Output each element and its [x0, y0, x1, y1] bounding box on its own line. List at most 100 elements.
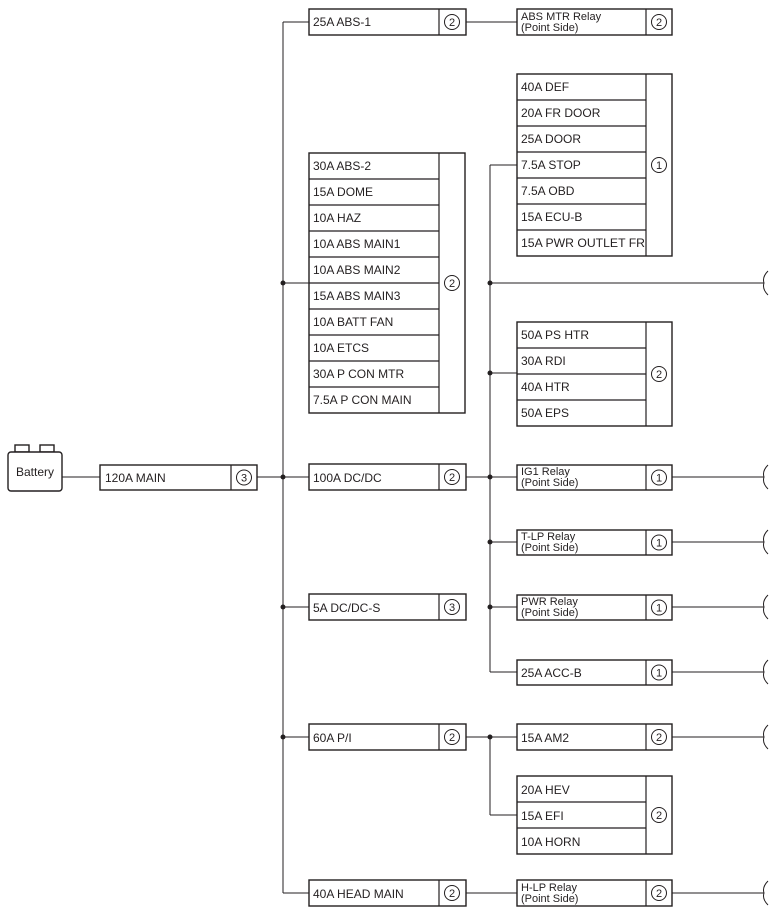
junction-dot — [280, 280, 286, 286]
connector-circle — [651, 807, 667, 823]
connector-number: 1 — [656, 668, 662, 680]
fuse-row-label: 30A RDI — [521, 354, 566, 368]
relay-label-line2: (Point Side) — [521, 477, 578, 489]
battery-terminal-right — [39, 444, 55, 453]
fuse-label: 60A P/I — [313, 731, 352, 745]
junction-dot — [280, 474, 286, 480]
connector-circle — [651, 885, 667, 901]
fuse-row-label: 50A PS HTR — [521, 328, 589, 342]
junction-dot — [280, 734, 286, 740]
connector-number: 2 — [656, 810, 662, 822]
fuse-label: 25A ABS-1 — [313, 15, 371, 29]
connector-number: 1 — [656, 160, 662, 172]
fuse-row-label: 30A P CON MTR — [313, 367, 404, 381]
fuse-row-label: 15A PWR OUTLET FR — [521, 236, 645, 250]
fuse-row-label: 15A EFI — [521, 809, 564, 823]
junction-dots — [280, 280, 493, 740]
fuse-label: 40A HEAD MAIN — [313, 887, 404, 901]
relay-label-line1: IG1 Relay — [521, 466, 570, 478]
fuse-row-label: 40A HTR — [521, 380, 570, 394]
relay-hlp: H-LP Relay (Point Side) 2 — [516, 879, 673, 907]
connector-circle — [444, 469, 460, 485]
connector-number: 2 — [656, 732, 662, 744]
fuse-row-label: 40A DEF — [521, 80, 569, 94]
connector-circle — [651, 729, 667, 745]
continuation-bracket — [763, 464, 769, 490]
fuse-acc-b: 25A ACC-B 1 — [516, 659, 673, 686]
connector-circle — [651, 157, 667, 173]
relay-label-line1: H-LP Relay — [521, 882, 578, 894]
fuse-row-label: 30A ABS-2 — [313, 159, 371, 173]
fuse-row-label: 50A EPS — [521, 406, 569, 420]
fuse-am2: 15A AM2 2 — [516, 723, 673, 751]
fuse-dcdcs: 5A DC/DC-S 3 — [308, 593, 467, 621]
battery-terminal-left — [14, 444, 30, 453]
fuse-box — [308, 723, 467, 751]
fuse-row-label: 10A HORN — [521, 835, 580, 849]
fuse-row-label: 10A ABS MAIN2 — [313, 263, 401, 277]
relay-pwr: PWR Relay (Point Side) 1 — [516, 594, 673, 621]
fuse-row-label: 15A DOME — [313, 185, 373, 199]
relay-label-line2: (Point Side) — [521, 22, 578, 34]
connector-circle — [651, 14, 667, 30]
junction-dot — [487, 604, 493, 610]
connector-number: 2 — [449, 472, 455, 484]
junction-dot — [487, 734, 493, 740]
junction-dot — [487, 539, 493, 545]
connector-number: 2 — [656, 17, 662, 29]
continuation-bracket — [763, 659, 769, 685]
connector-number: 1 — [656, 473, 662, 485]
relay-label-line1: ABS MTR Relay — [521, 11, 602, 23]
junction-dot — [487, 280, 493, 286]
relay-ig1: IG1 Relay (Point Side) 1 — [516, 464, 673, 491]
fuse-row-label: 7.5A STOP — [521, 158, 581, 172]
connector-number: 2 — [449, 17, 455, 29]
fuse-row-label: 20A FR DOOR — [521, 106, 601, 120]
relay-tlp: T-LP Relay (Point Side) 1 — [516, 529, 673, 556]
connector-number: 2 — [449, 278, 455, 290]
junction-dot — [280, 604, 286, 610]
relay-label-line2: (Point Side) — [521, 893, 578, 905]
continuation-bracket — [763, 529, 769, 555]
fuse-group-hev: 20A HEV 15A EFI 10A HORN 2 — [516, 775, 673, 855]
connector-number: 2 — [656, 369, 662, 381]
fuse-label: 25A ACC-B — [521, 666, 582, 680]
fuse-box — [308, 593, 467, 621]
connector-number: 2 — [656, 888, 662, 900]
main-fuse-label: 120A MAIN — [105, 471, 166, 485]
fuse-dcdc: 100A DC/DC 2 — [308, 463, 467, 491]
battery-body — [7, 451, 63, 492]
connector-circle — [651, 599, 667, 616]
main-fuse: 120A MAIN 3 — [99, 464, 258, 491]
connector-number: 2 — [449, 732, 455, 744]
continuation-bracket — [763, 880, 769, 906]
fuse-row-label: 15A ABS MAIN3 — [313, 289, 401, 303]
continuation-bracket — [763, 270, 769, 296]
connector-circle — [444, 14, 460, 30]
battery: Battery — [7, 444, 63, 492]
fuse-pi: 60A P/I 2 — [308, 723, 467, 751]
continuation-bracket — [763, 724, 769, 750]
connector-circle — [444, 885, 460, 901]
relay-label-line1: PWR Relay — [521, 596, 578, 608]
fuse-label: 5A DC/DC-S — [313, 601, 380, 615]
fuse-row-label: 15A ECU-B — [521, 210, 582, 224]
battery-label: Battery — [16, 465, 54, 479]
fuse-row-label: 10A BATT FAN — [313, 315, 393, 329]
fuse-row-label: 7.5A P CON MAIN — [313, 393, 411, 407]
fuse-abs1: 25A ABS-1 2 — [308, 8, 467, 36]
fuse-row-label: 10A HAZ — [313, 211, 361, 225]
connector-circle — [651, 366, 667, 382]
fuse-row-label: 10A ETCS — [313, 341, 369, 355]
connector-number: 1 — [656, 603, 662, 615]
relay-label-line1: T-LP Relay — [521, 531, 576, 543]
connector-circle — [651, 469, 667, 486]
junction-dot — [487, 370, 493, 376]
fuse-headmain: 40A HEAD MAIN 2 — [308, 879, 467, 907]
fuse-row-label: 20A HEV — [521, 783, 570, 797]
continuation-brackets — [763, 270, 769, 906]
connector-circle — [651, 534, 667, 551]
relay-label-line2: (Point Side) — [521, 607, 578, 619]
connector-number: 2 — [449, 888, 455, 900]
wires — [62, 21, 764, 894]
